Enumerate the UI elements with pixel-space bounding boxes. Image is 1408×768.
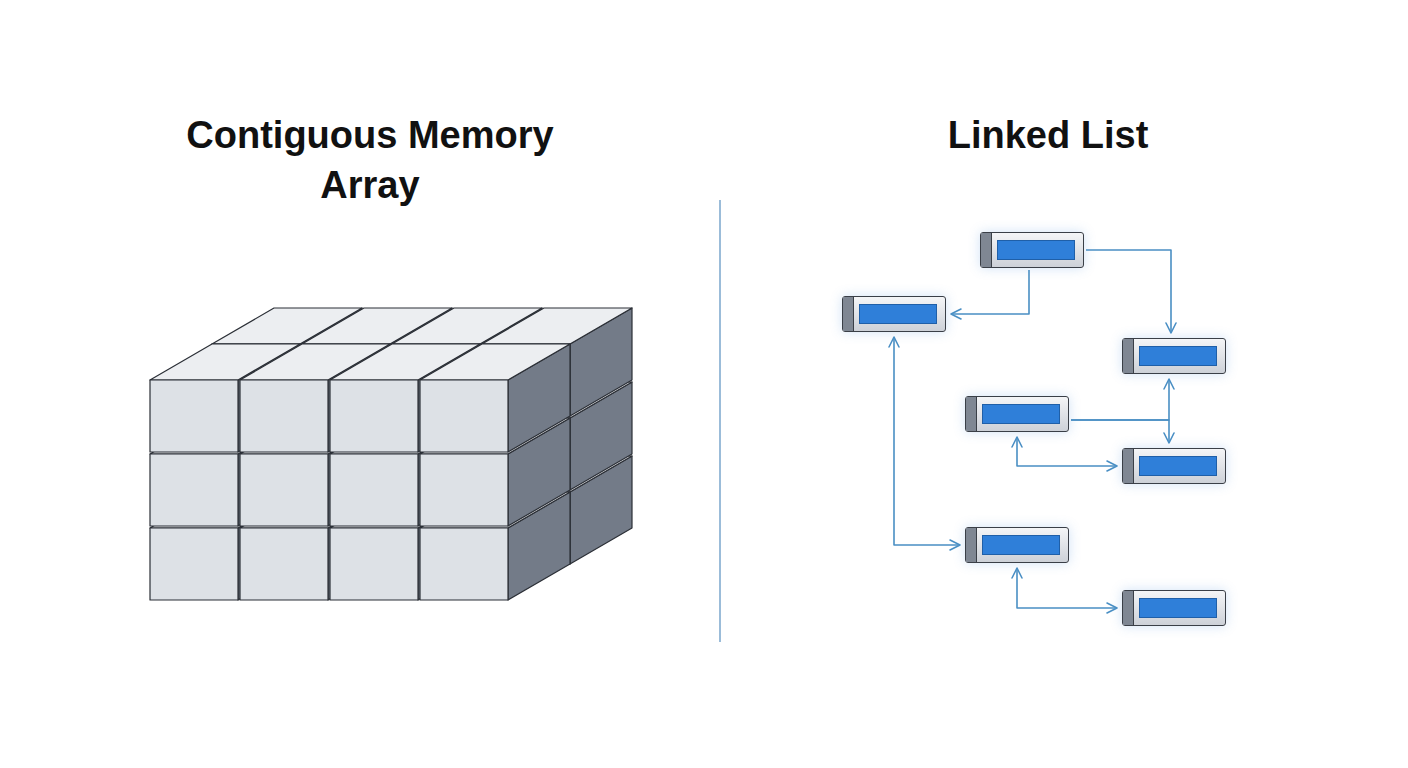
list-node xyxy=(980,232,1084,268)
pointer-arrow xyxy=(1086,250,1171,333)
cell-front xyxy=(150,528,238,600)
cell-top xyxy=(420,344,570,380)
cell-front xyxy=(420,528,508,600)
cell-front xyxy=(330,454,418,526)
divider-line xyxy=(719,200,721,642)
cell-top xyxy=(482,308,632,344)
list-node xyxy=(1122,338,1226,374)
node-data-field xyxy=(982,404,1060,424)
pointer-arrow xyxy=(951,270,1029,314)
node-data-field xyxy=(1139,456,1217,476)
memory-blocks xyxy=(150,308,632,600)
list-node xyxy=(842,296,946,332)
node-end-face xyxy=(981,233,992,267)
list-node xyxy=(1122,590,1226,626)
node-end-face xyxy=(966,397,977,431)
cell-front xyxy=(150,454,238,526)
node-data-field xyxy=(1139,598,1217,618)
memory-cell xyxy=(420,344,570,452)
cell-front xyxy=(330,528,418,600)
heading-label: Linked List xyxy=(848,110,1248,160)
pointer-arrow xyxy=(1017,568,1117,608)
cell-front xyxy=(240,380,328,452)
heading-label: Contiguous Memory Array xyxy=(150,110,590,210)
cell-front xyxy=(420,454,508,526)
pointer-arrow xyxy=(1071,379,1169,420)
pointer-arrow xyxy=(1017,437,1117,466)
cell-front xyxy=(330,380,418,452)
cell-front xyxy=(150,380,238,452)
node-data-field xyxy=(982,535,1060,555)
pointer-arrow xyxy=(1071,420,1169,443)
cell-front xyxy=(240,454,328,526)
cell-front xyxy=(420,380,508,452)
list-node xyxy=(965,396,1069,432)
node-data-field xyxy=(1139,346,1217,366)
list-node xyxy=(1122,448,1226,484)
cell-front xyxy=(240,528,328,600)
node-end-face xyxy=(843,297,854,331)
node-end-face xyxy=(1123,339,1134,373)
node-data-field xyxy=(997,240,1075,260)
list-node xyxy=(965,527,1069,563)
pointer-arrow xyxy=(894,337,960,545)
node-end-face xyxy=(966,528,977,562)
node-end-face xyxy=(1123,449,1134,483)
node-data-field xyxy=(859,304,937,324)
node-end-face xyxy=(1123,591,1134,625)
